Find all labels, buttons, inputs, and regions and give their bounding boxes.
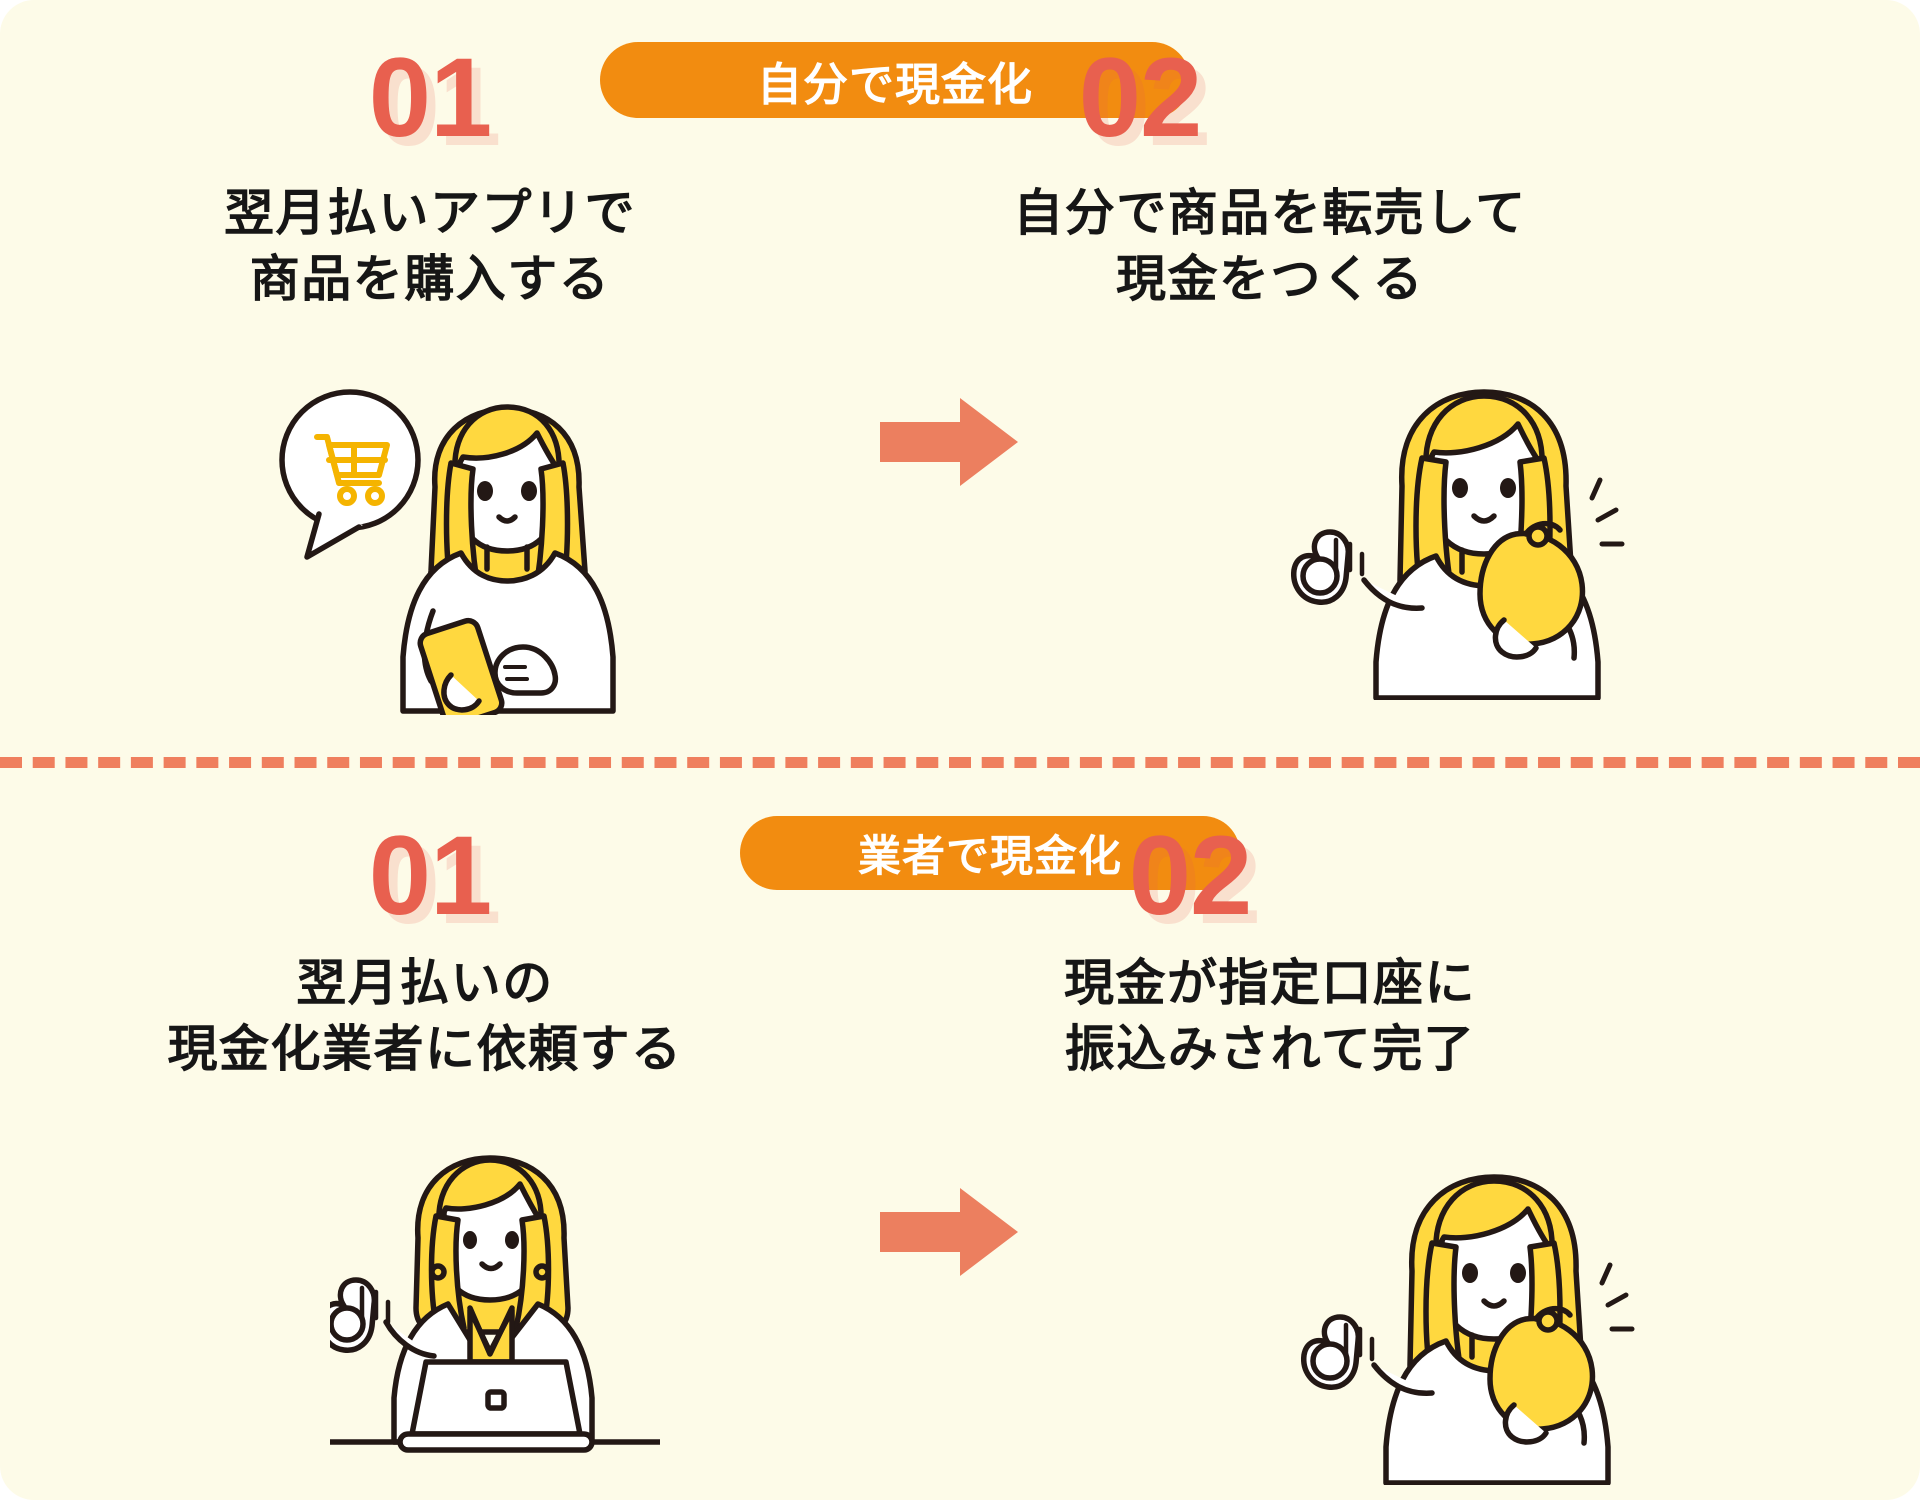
badge-agent-cashing: 業者で現金化 (740, 816, 1240, 890)
step-number-1-2: 02 (1078, 35, 1203, 160)
step-heading-1-2: 自分で商品を転売して 現金をつくる (1013, 185, 1527, 307)
step-heading-1-1: 翌月払いアプリで 商品を購入する (224, 185, 636, 307)
illustration-woman-coin-purse-1 (1280, 370, 1630, 705)
illustration-woman-coin-purse-2 (1290, 1155, 1640, 1490)
badge-self-cashing: 自分で現金化 (600, 42, 1190, 118)
section-divider (0, 757, 1920, 768)
step-heading-2-1: 翌月払いの 現金化業者に依頼する (167, 955, 683, 1077)
arrow-right-icon-2 (880, 1185, 1020, 1285)
step-heading-2-2: 現金が指定口座に 振込みされて完了 (1064, 955, 1476, 1077)
arrow-right-icon-1 (880, 395, 1020, 495)
illustration-woman-smartphone-cart (255, 375, 645, 729)
step-number-2-1: 01 (368, 813, 493, 938)
step-number-2-2: 02 (1128, 813, 1253, 938)
step-number-1-1: 01 (368, 35, 493, 160)
illustration-woman-laptop (318, 1140, 663, 1465)
section-self-cashing: 自分で現金化 01 02 翌月払いアプリで 商品を購入する 自分で商品を転売して… (224, 35, 1630, 729)
